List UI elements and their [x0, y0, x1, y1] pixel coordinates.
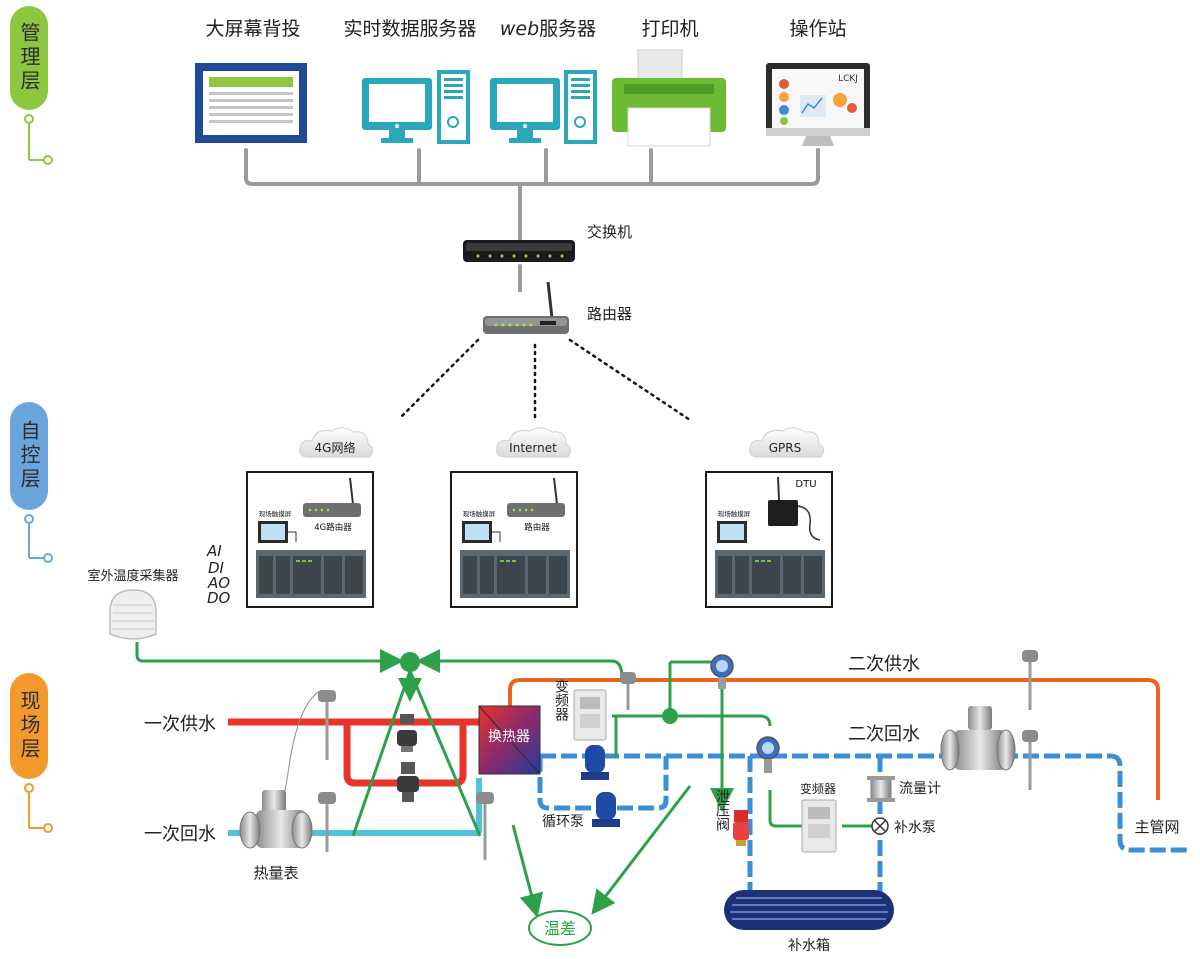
label-relief-valve: 泄压阀 [714, 789, 730, 832]
label-heat-exchanger: 换热器 [488, 728, 530, 745]
layer-management-label: 管理层 [17, 22, 41, 94]
pressure-transmitter-1 [710, 654, 734, 689]
router-icon [483, 281, 569, 334]
cloud-internet: Internet [496, 427, 572, 458]
secondary-supply-pipe [508, 678, 1160, 800]
label-primary-return: 一次回水 [144, 824, 216, 845]
label-printer: 打印机 [641, 18, 698, 40]
temp-sensor-exchanger [476, 792, 494, 860]
temp-sensor-main-2 [1022, 730, 1038, 790]
cabinet-internet: 路由器 现场触摸屏 [450, 471, 578, 608]
controller-node-2 [662, 708, 678, 724]
web-server-icon [490, 70, 597, 144]
layer-field: 现场层 [10, 673, 53, 833]
wireless-links [398, 338, 692, 422]
cloud-4g: 4G网络 [299, 427, 374, 458]
screen-icon [195, 63, 307, 143]
workstation-icon: LCKJ [766, 63, 870, 146]
label-primary-supply: 一次供水 [144, 714, 216, 735]
label-router: 路由器 [587, 305, 632, 323]
temp-sensor-main-1 [1022, 650, 1038, 710]
label-vfd1: 变频器 [553, 679, 569, 721]
label-main-network: 主管网 [1134, 818, 1179, 836]
cabinet-gprs: DTU 现场触摸屏 [705, 471, 833, 608]
io-ai: AI [206, 542, 222, 560]
label-circ-pump: 循环泵 [542, 814, 584, 830]
label-heat-meter: 热量表 [253, 864, 298, 882]
controller-node-1 [400, 652, 420, 672]
label-makeup-tank: 补水箱 [788, 938, 830, 954]
switch-icon [463, 240, 575, 262]
layer-control: 自控层 [10, 402, 53, 563]
relief-valve-icon [733, 810, 749, 846]
heat-meter-icon [239, 790, 313, 849]
control-valve-2 [397, 762, 419, 802]
cabinet-4g-touch-label: 现场触摸屏 [259, 509, 292, 518]
io-labels: AI DI AO DO [206, 542, 231, 607]
vfd2-icon [801, 799, 837, 853]
io-do: DO [207, 589, 231, 607]
heat-exchanger-icon: 换热器 [478, 705, 541, 775]
makeup-tank-icon [724, 890, 894, 930]
label-flow-meter: 流量计 [899, 781, 941, 797]
label-data-server: 实时数据服务器 [343, 18, 476, 40]
cloud-4g-label: 4G网络 [315, 440, 356, 455]
label-vfd2: 变频器 [800, 781, 836, 796]
label-secondary-return: 二次回水 [848, 724, 920, 745]
layer-control-label: 自控层 [17, 420, 41, 492]
makeup-pump-icon [871, 817, 889, 835]
label-workstation: 操作站 [789, 18, 846, 40]
pressure-transmitter-2 [756, 736, 780, 773]
flow-meter-icon [867, 776, 895, 802]
cabinet-internet-router-label: 路由器 [524, 522, 550, 533]
label-web-server: web服务器 [500, 18, 596, 40]
temp-sensor-return [318, 792, 336, 852]
cabinet-gprs-touch-label: 现场触摸屏 [718, 509, 751, 518]
data-server-icon [362, 70, 470, 144]
cloud-gprs-label: GPRS [769, 441, 802, 455]
label-temp-diff: 温差 [544, 919, 576, 938]
workstation-logo: LCKJ [838, 74, 858, 84]
temp-diff-node: 温差 [528, 910, 592, 946]
printer-icon [612, 49, 726, 147]
label-outdoor-sensor: 室外温度采集器 [87, 568, 178, 584]
label-screen: 大屏幕背投 [205, 18, 300, 40]
cloud-internet-label: Internet [509, 441, 557, 455]
cabinet-4g: 4G路由器 现场触摸屏 [246, 471, 374, 608]
label-secondary-supply: 二次供水 [848, 654, 920, 675]
io-ao: AO [207, 574, 230, 592]
cabinet-gprs-dtu-label: DTU [795, 479, 816, 490]
label-makeup-pump: 补水泵 [894, 820, 936, 836]
circ-pump-1 [581, 745, 609, 780]
layer-management: 管理层 [10, 6, 53, 165]
signal-lines [135, 642, 872, 918]
primary-supply-pipe [228, 718, 479, 787]
control-valve-1 [397, 714, 417, 752]
cabinet-internet-touch-label: 现场触摸屏 [463, 509, 496, 518]
circ-pump-2 [592, 792, 620, 827]
temp-sensor-secondary [620, 672, 636, 710]
label-switch: 交换机 [587, 223, 632, 241]
vfd1-icon [573, 689, 607, 741]
cloud-gprs: GPRS [749, 427, 825, 458]
secondary-return-pipe [537, 753, 1190, 900]
cabinet-4g-router-label: 4G路由器 [314, 522, 352, 533]
io-di: DI [208, 559, 225, 577]
management-bus [244, 148, 820, 292]
secondary-valve-icon [940, 706, 1016, 771]
layer-field-label: 现场层 [17, 690, 41, 762]
outdoor-sensor-icon [109, 589, 157, 640]
